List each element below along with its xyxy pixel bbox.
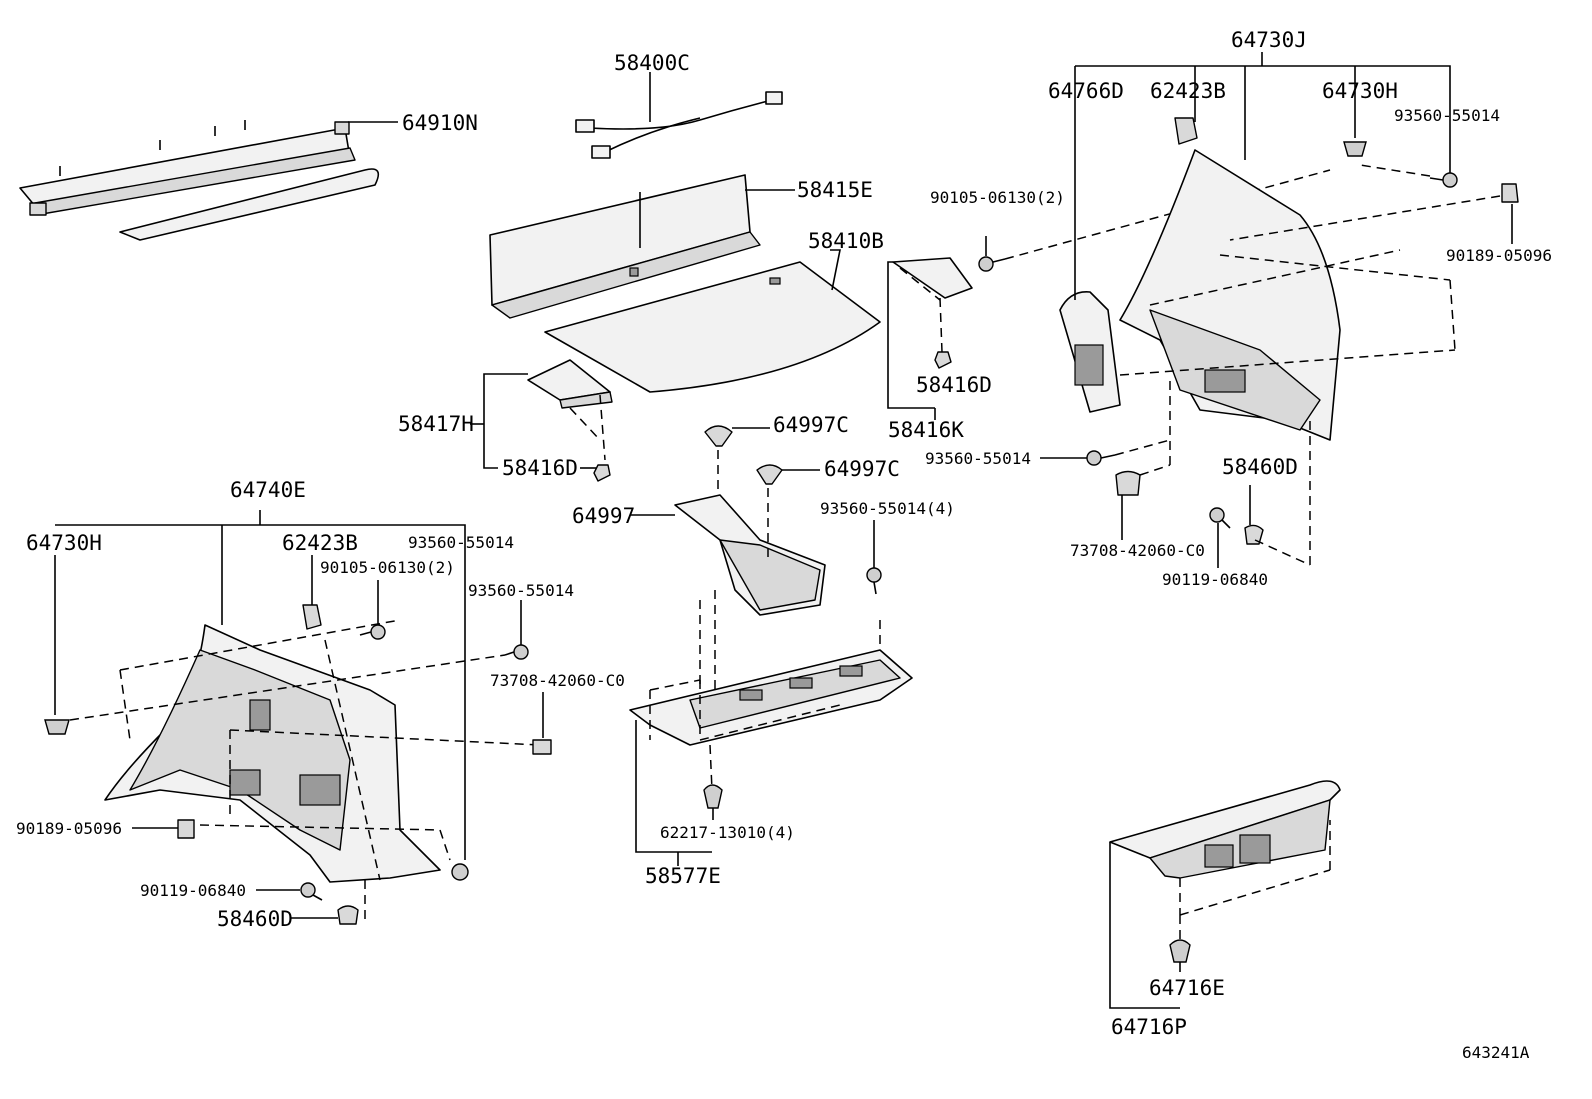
label-64730J: 64730J bbox=[1231, 28, 1307, 52]
clip-64730H-right bbox=[1343, 141, 1367, 157]
side-panel-58417H bbox=[527, 359, 613, 482]
clip-64730H-left bbox=[44, 719, 70, 735]
grommet-73708-left bbox=[532, 692, 552, 755]
label-64740E: 64740E bbox=[230, 478, 306, 502]
label-62423B-right: 62423B bbox=[1150, 79, 1226, 103]
screw-90119-right bbox=[1209, 507, 1231, 568]
label-90119-right: 90119-06840 bbox=[1162, 570, 1268, 589]
screw-93560-left-b bbox=[504, 600, 529, 660]
label-90189-right: 90189-05096 bbox=[1446, 246, 1552, 265]
label-90105-left: 90105-06130(2) bbox=[320, 558, 455, 577]
label-93560-right-mid: 93560-55014 bbox=[925, 449, 1031, 468]
label-58577E: 58577E bbox=[645, 864, 721, 888]
center-bracket-64997 bbox=[674, 494, 826, 616]
clip-64997C-2 bbox=[756, 464, 820, 560]
label-93560-left-a: 93560-55014 bbox=[408, 533, 514, 552]
label-58417H: 58417H bbox=[398, 412, 474, 436]
label-62217: 62217-13010(4) bbox=[660, 823, 795, 842]
clip-62423B-left bbox=[302, 604, 322, 630]
label-73708-left: 73708-42060-C0 bbox=[490, 671, 625, 690]
label-73708-right: 73708-42060-C0 bbox=[1070, 541, 1205, 560]
figure-code: 643241A bbox=[1462, 1043, 1530, 1062]
screw-93560-right-mid bbox=[1040, 439, 1171, 466]
clip-62217 bbox=[703, 784, 723, 820]
label-64997C-1: 64997C bbox=[773, 413, 849, 437]
screw-93560-right-top bbox=[1359, 164, 1458, 188]
clip-62423B-right bbox=[1174, 117, 1198, 145]
label-58410B: 58410B bbox=[808, 229, 884, 253]
label-64730H-left: 64730H bbox=[26, 531, 102, 555]
rear-scuff-plate bbox=[1109, 780, 1341, 940]
label-58460D-right: 58460D bbox=[1222, 455, 1298, 479]
label-64716P: 64716P bbox=[1111, 1015, 1187, 1039]
label-93560-left-b: 93560-55014 bbox=[468, 581, 574, 600]
label-90189-left: 90189-05096 bbox=[16, 819, 122, 838]
scuff-plate-58577E bbox=[629, 590, 913, 791]
grommet-73708-right bbox=[1115, 380, 1171, 540]
label-58415E: 58415E bbox=[797, 178, 873, 202]
label-58416D-mid: 58416D bbox=[916, 373, 992, 397]
screw-93560-left-a bbox=[451, 863, 469, 881]
clip-90189-right bbox=[1229, 183, 1519, 244]
label-58416D-left: 58416D bbox=[502, 456, 578, 480]
tonneau-cover bbox=[19, 120, 380, 241]
label-62423B-left: 62423B bbox=[282, 531, 358, 555]
callout-labels: 64910N 58400C 58415E 58410B 58417H 58416… bbox=[16, 28, 1552, 1062]
label-64766D: 64766D bbox=[1048, 79, 1124, 103]
label-58460D-left: 58460D bbox=[217, 907, 293, 931]
label-90119-left: 90119-06840 bbox=[140, 881, 246, 900]
screw-90119-left bbox=[256, 882, 323, 901]
deck-board bbox=[489, 174, 881, 393]
clip-58460D-left bbox=[290, 905, 359, 925]
screw-90105-left bbox=[359, 580, 386, 640]
label-64730H-right: 64730H bbox=[1322, 79, 1398, 103]
clip-90189-left bbox=[132, 819, 195, 839]
label-64997: 64997 bbox=[572, 504, 635, 528]
label-58400C: 58400C bbox=[614, 51, 690, 75]
label-58416K: 58416K bbox=[888, 418, 964, 442]
side-panel-58416K bbox=[892, 257, 973, 369]
left-quarter-trim bbox=[69, 619, 541, 925]
clip-64997C-1 bbox=[704, 425, 770, 490]
label-93560-4: 93560-55014(4) bbox=[820, 499, 955, 518]
screw-93560-4 bbox=[866, 520, 882, 595]
label-90105-top: 90105-06130(2) bbox=[930, 188, 1065, 207]
label-64997C-2: 64997C bbox=[824, 457, 900, 481]
label-64716E: 64716E bbox=[1149, 976, 1225, 1000]
label-93560-right-top: 93560-55014 bbox=[1394, 106, 1500, 125]
screw-90105-top bbox=[978, 169, 1331, 272]
right-quarter-trim bbox=[1059, 149, 1456, 441]
clip-64716E bbox=[1169, 939, 1191, 972]
label-64910N: 64910N bbox=[402, 111, 478, 135]
belt-strap bbox=[575, 91, 783, 159]
clip-58460D-right bbox=[1244, 420, 1311, 566]
